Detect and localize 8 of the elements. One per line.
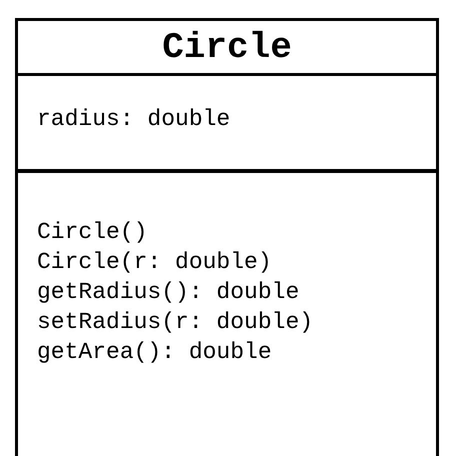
attribute-text: radius: double [37, 105, 230, 134]
method-text: Circle(r: double) [37, 248, 272, 277]
method-text: setRadius(r: double) [37, 308, 314, 337]
class-box [15, 18, 439, 456]
class-name: Circle [162, 26, 292, 68]
method-text: getArea(): double [37, 338, 272, 367]
method-text: Circle() [37, 218, 148, 247]
method-text: getRadius(): double [37, 278, 300, 307]
